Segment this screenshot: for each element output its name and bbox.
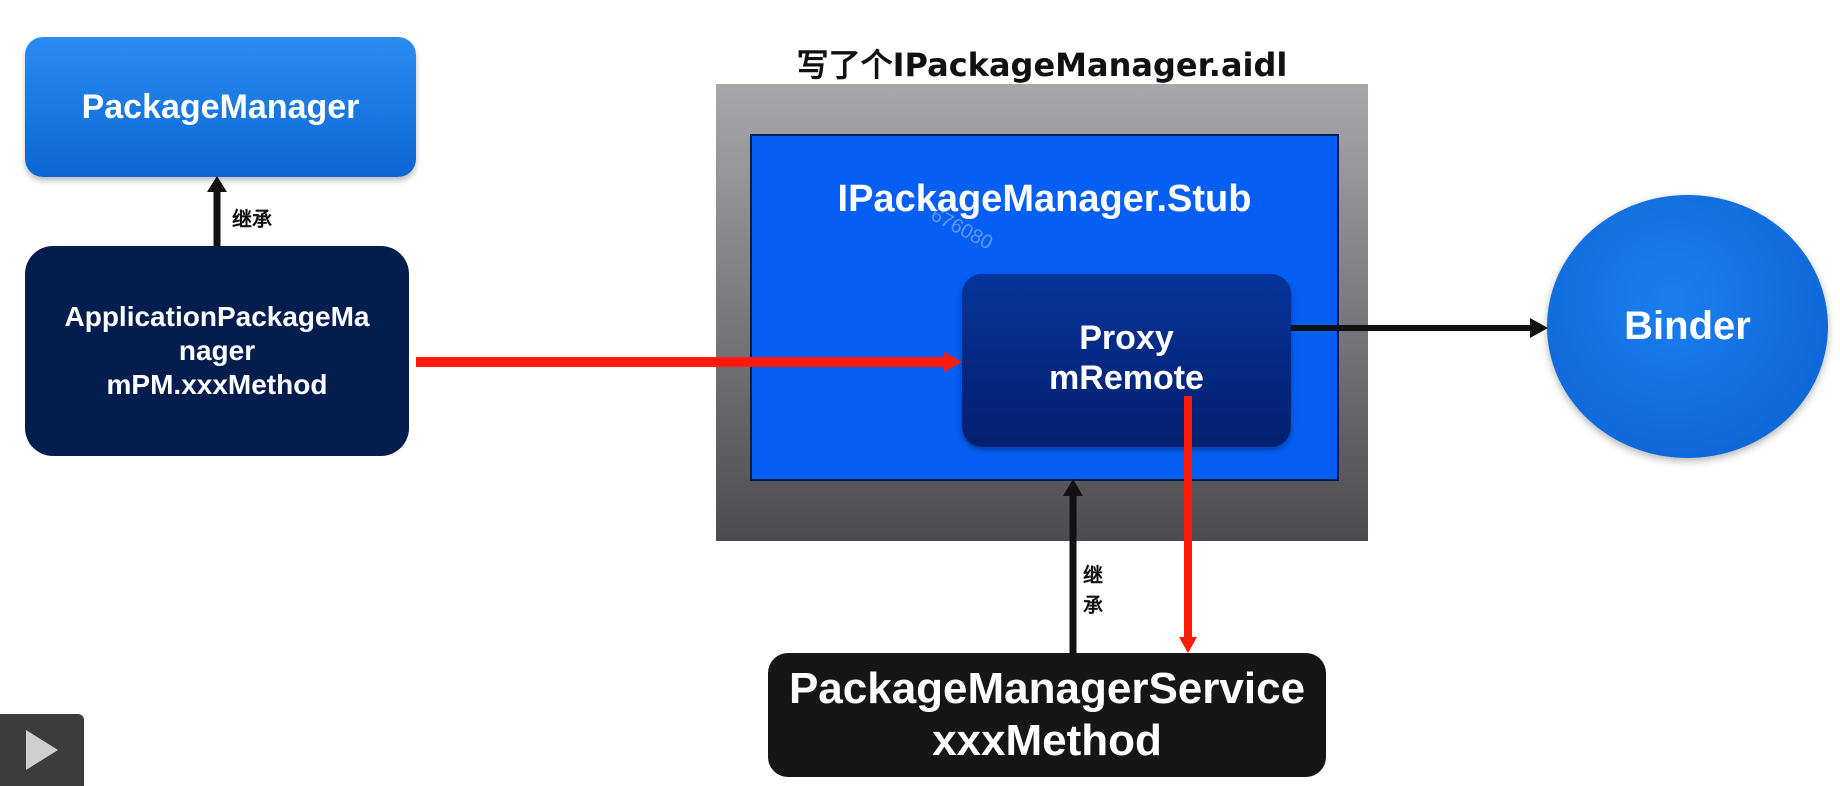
package-manager-label: PackageManager	[81, 87, 360, 126]
play-icon	[26, 730, 58, 770]
package-manager-service-box: PackageManagerService xxxMethod	[768, 653, 1326, 777]
proxy-box: Proxy mRemote	[962, 274, 1291, 447]
inherit-bottom-char-1: 继	[1083, 563, 1103, 587]
inherit-bottom-char-2: 承	[1083, 593, 1103, 617]
binder-circle: Binder	[1547, 195, 1828, 458]
application-package-manager-box: ApplicationPackageMa nager mPM.xxxMethod	[25, 246, 409, 456]
pms-line-1: PackageManagerService	[788, 664, 1306, 713]
play-button[interactable]	[0, 714, 84, 786]
proxy-line-1: Proxy	[1079, 319, 1174, 357]
apm-line-1: ApplicationPackageMa	[64, 301, 370, 332]
aidl-title: 写了个IPackageManager.aidl	[796, 46, 1288, 84]
apm-line-2: nager	[178, 335, 256, 366]
package-manager-box: PackageManager	[25, 37, 416, 177]
inherit-arrow-bottom	[1063, 479, 1083, 653]
stub-title: IPackageManager.Stub	[837, 178, 1252, 220]
pms-line-2: xxxMethod	[932, 716, 1162, 765]
proxy-to-binder-arrow	[1291, 318, 1548, 338]
remote-call-arrow	[1179, 396, 1197, 653]
binder-label: Binder	[1624, 304, 1751, 348]
inherit-arrow-top	[207, 176, 227, 246]
call-arrow-to-proxy	[416, 352, 962, 372]
inherit-label-top: 继承	[232, 207, 272, 231]
proxy-line-2: mRemote	[1049, 359, 1204, 397]
inherit-label-bottom: 继 承	[1080, 560, 1106, 620]
apm-line-3: mPM.xxxMethod	[106, 369, 328, 400]
